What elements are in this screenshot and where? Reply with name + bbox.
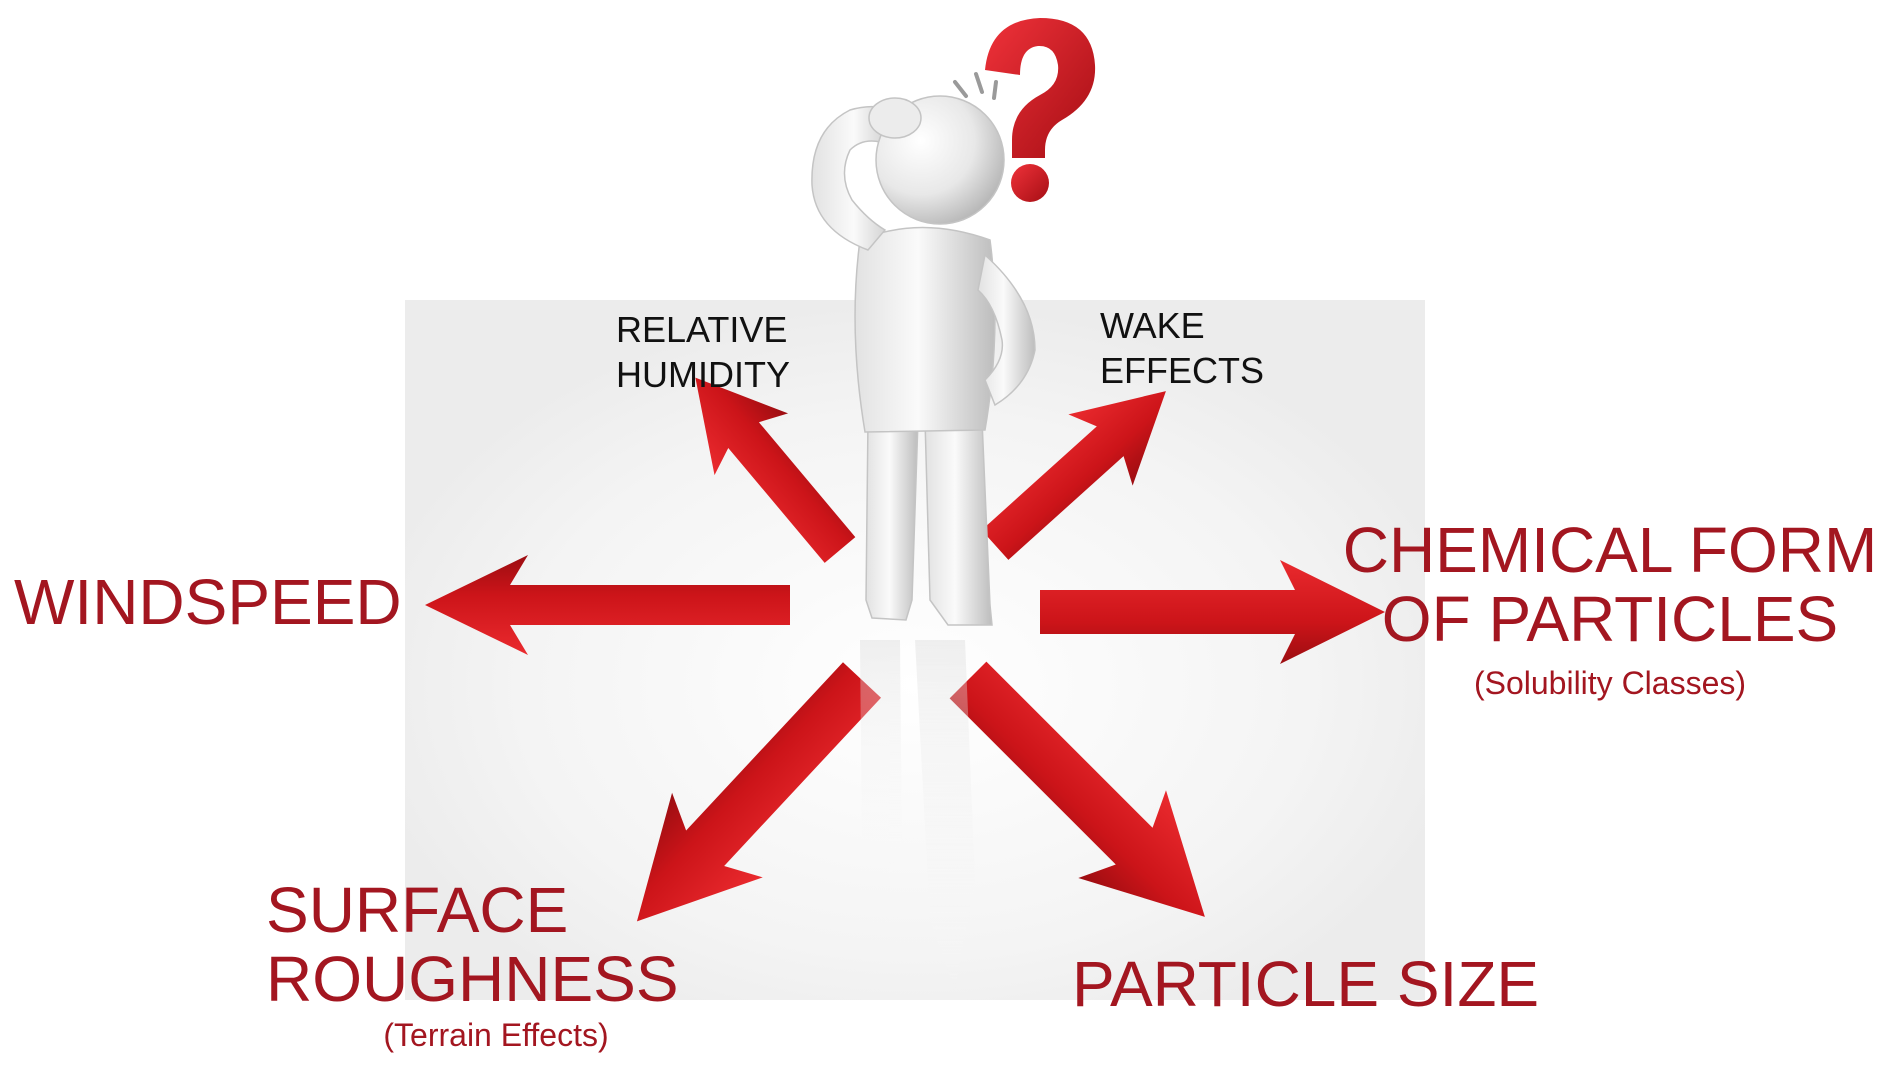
label-chemical-form-sub: (Solubility Classes) (1330, 666, 1890, 701)
label-wake-line1: WAKE (1100, 304, 1264, 349)
label-surface-line2: ROUGHNESS (266, 945, 679, 1014)
label-surface-roughness: SURFACE ROUGHNESS (266, 876, 679, 1014)
label-humidity-line1: RELATIVE (616, 308, 790, 353)
label-particle-size: PARTICLE SIZE (1072, 950, 1539, 1019)
label-wake-effects: WAKE EFFECTS (1100, 304, 1264, 393)
label-chemical-line1: CHEMICAL FORM (1330, 516, 1890, 585)
label-humidity-line2: HUMIDITY (616, 353, 790, 398)
label-relative-humidity: RELATIVE HUMIDITY (616, 308, 790, 397)
label-wake-line2: EFFECTS (1100, 349, 1264, 394)
thought-ticks (955, 74, 996, 98)
label-windspeed: WINDSPEED (14, 568, 402, 637)
label-chemical-line2: OF PARTICLES (1330, 585, 1890, 654)
label-surface-roughness-sub: (Terrain Effects) (266, 1018, 726, 1053)
label-chemical-form: CHEMICAL FORM OF PARTICLES (1330, 516, 1890, 654)
label-surface-line1: SURFACE (266, 876, 679, 945)
